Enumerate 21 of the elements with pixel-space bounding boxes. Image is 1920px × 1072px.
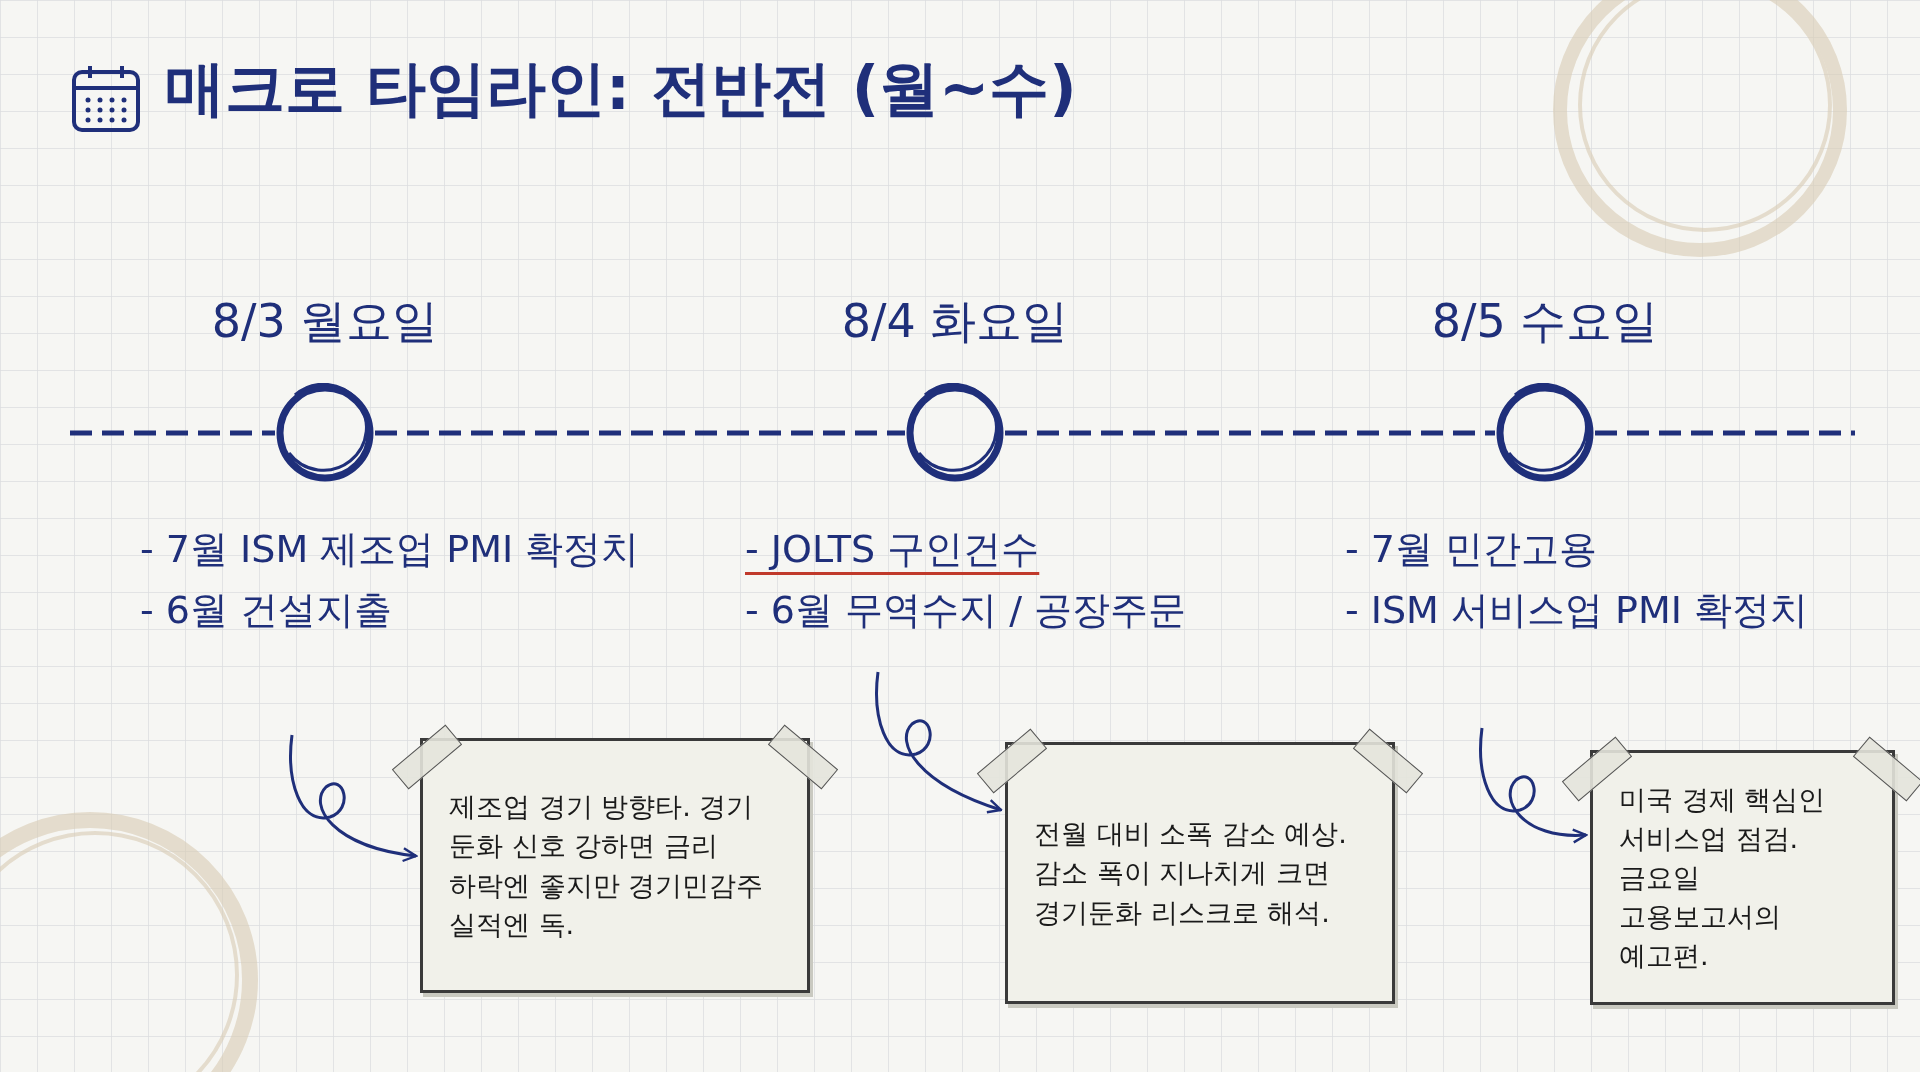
event-item: - 6월 무역수지 / 공장주문 (745, 587, 1186, 635)
note-text: 제조업 경기 방향타. 경기 둔화 신호 강하면 금리 하락엔 좋지만 경기민감주 실적엔 독. (449, 790, 765, 942)
note-text: 전월 대비 소폭 감소 예상. 감소 폭이 지나치게 크면 경기둔화 리스크로 해석. (1034, 817, 1348, 930)
note-text: 미국 경제 핵심인 서비스업 점검. 금요일 고용보고서의 예고편. (1619, 782, 1827, 974)
date-heading: 8/4 화요일 (841, 298, 1069, 344)
date-heading: 8/3 월요일 (211, 298, 439, 344)
event-item: - ISM 서비스업 PMI 확정치 (1345, 587, 1809, 635)
timeline-line (1005, 430, 1495, 436)
event-item: - JOLTS 구인건수 (745, 526, 1040, 573)
timeline-circle (1495, 383, 1595, 483)
curved-arrow (1479, 727, 1588, 843)
event-item: - 6월 건설지출 (140, 587, 393, 635)
date-heading: 8/5 수요일 (1431, 298, 1659, 344)
timeline-circle (905, 383, 1005, 483)
event-item: - 7월 민간고용 (1345, 526, 1598, 573)
title: 매크로 타임라인: 전반전 (월~수) (165, 58, 1077, 118)
event-item: - 7월 ISM 제조업 PMI 확정치 (140, 526, 640, 573)
curved-arrow (875, 671, 1003, 814)
curved-arrow (289, 734, 418, 862)
timeline-line (375, 430, 905, 436)
timeline-circle (275, 383, 375, 483)
